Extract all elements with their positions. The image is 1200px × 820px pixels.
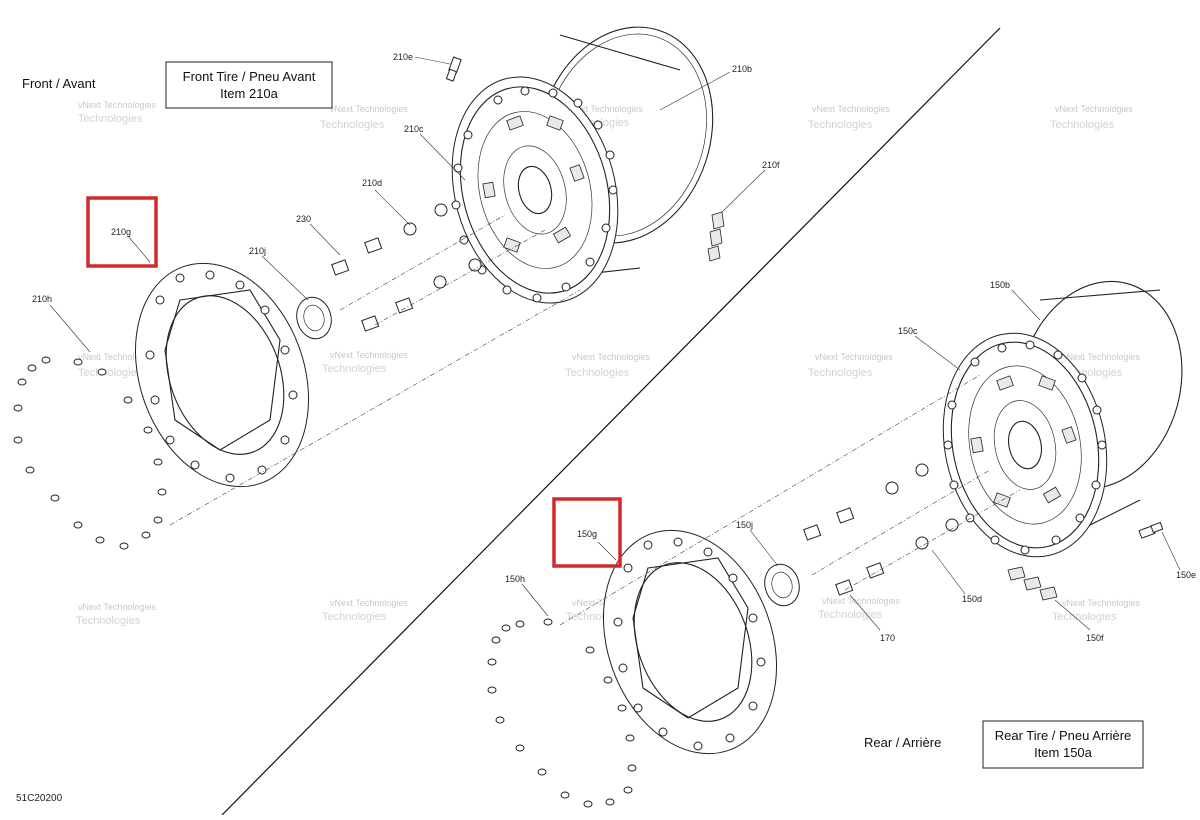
rear-tire-frame <box>982 720 1144 769</box>
watermark-text: vNext Technologies <box>812 104 890 114</box>
watermark-text: vNext Technologies <box>330 350 408 360</box>
front-hub-cap-210j <box>296 296 332 340</box>
callout-210e: 210e <box>393 52 413 62</box>
watermark-text: Technologies <box>1052 611 1117 623</box>
callout-150d: 150d <box>962 594 982 604</box>
rear-tire-title: Rear Tire / Pneu Arrière <box>995 728 1132 743</box>
front-heading: Front / Avant <box>22 76 96 91</box>
watermark-text: Technologies <box>78 367 143 379</box>
watermark-text: vNext Technologies <box>330 598 408 608</box>
front-hardware <box>331 203 482 332</box>
rear-bolts-150h <box>487 618 637 808</box>
watermark-text: Technologies <box>808 119 873 131</box>
watermark-text: vNext Technologies <box>565 104 643 114</box>
front-wheel-face-210c <box>451 76 619 304</box>
rear-heading: Rear / Arrière <box>864 735 941 750</box>
watermark-text: vNext Technologies <box>330 104 408 114</box>
front-tire-item: Item 210a <box>220 86 279 101</box>
front-tire-frame <box>165 61 333 109</box>
watermark-text: vNext Technologies <box>572 352 650 362</box>
watermark-text: vNext Technologies <box>78 100 156 110</box>
watermark-text: vNext Technologies <box>1062 352 1140 362</box>
front-tire-title: Front Tire / Pneu Avant <box>183 69 316 84</box>
callout-210h: 210h <box>32 294 52 304</box>
callout-150b: 150b <box>990 280 1010 290</box>
watermark-text: Technologies <box>818 609 883 621</box>
front-tire-box: Front Tire / Pneu Avant Item 210a <box>165 61 333 109</box>
rear-wheel-face-150c <box>942 332 1108 558</box>
watermark-text: Technologies <box>76 615 141 627</box>
callout-labels: 210e 210b 210c 210d 230 210f 210j 210g 2… <box>32 52 1196 643</box>
diagram-code: 51C20200 <box>16 793 63 804</box>
callout-150j: 150j <box>736 520 753 530</box>
callout-150g: 150g <box>577 529 597 539</box>
front-centerlines <box>169 214 581 526</box>
callout-210b: 210b <box>732 64 752 74</box>
front-valve-210e <box>445 56 462 82</box>
callout-230: 230 <box>296 214 311 224</box>
watermark-text: vNext Technologies <box>78 602 156 612</box>
callout-150e: 150e <box>1176 570 1196 580</box>
watermark-text: Technologies <box>78 113 143 125</box>
rear-centerlines <box>559 374 1021 626</box>
rear-hardware <box>803 463 959 596</box>
front-beadlock-ring-210g <box>134 262 310 488</box>
callout-210j: 210j <box>249 246 266 256</box>
watermark-text: Technologies <box>565 367 630 379</box>
watermark-text: vNext Technologies <box>815 352 893 362</box>
rear-callouts <box>521 289 1181 631</box>
rear-beadlock-ring-150g <box>602 529 778 755</box>
callout-150f: 150f <box>1086 633 1104 643</box>
callout-210f: 210f <box>762 160 780 170</box>
front-weight-210f <box>707 211 725 262</box>
highlight-box-210g <box>86 196 158 268</box>
callout-210g: 210g <box>111 227 131 237</box>
watermarks: vNext Technologies Technologies vNext Te… <box>76 100 1140 627</box>
callout-150h: 150h <box>505 574 525 584</box>
rear-tire-box: Rear Tire / Pneu Arrière Item 150a <box>982 720 1144 769</box>
watermark-text: Technologies <box>1050 119 1115 131</box>
watermark-text: Technologies <box>322 611 387 623</box>
rear-valve-150e <box>1138 521 1164 539</box>
watermark-text: vNext Technologies <box>1062 598 1140 608</box>
rear-weight-150f <box>1007 566 1058 601</box>
watermark-text: vNext Technologies <box>822 596 900 606</box>
callout-170: 170 <box>880 633 895 643</box>
highlight-box-150g <box>552 497 622 568</box>
section-divider <box>221 27 1001 816</box>
watermark-text: vNext Technologies <box>78 352 156 362</box>
watermark-text: Technologies <box>322 363 387 375</box>
callout-210d: 210d <box>362 178 382 188</box>
watermark-text: vNext Technologies <box>1055 104 1133 114</box>
front-bolts-210h <box>13 356 167 550</box>
watermark-text: Technologies <box>808 367 873 379</box>
callout-150c: 150c <box>898 326 918 336</box>
callout-210c: 210c <box>404 124 424 134</box>
front-callouts <box>49 56 766 353</box>
rear-tire-item: Item 150a <box>1034 745 1093 760</box>
rear-hub-cap-150j <box>764 563 800 607</box>
watermark-text: Technologies <box>320 119 385 131</box>
